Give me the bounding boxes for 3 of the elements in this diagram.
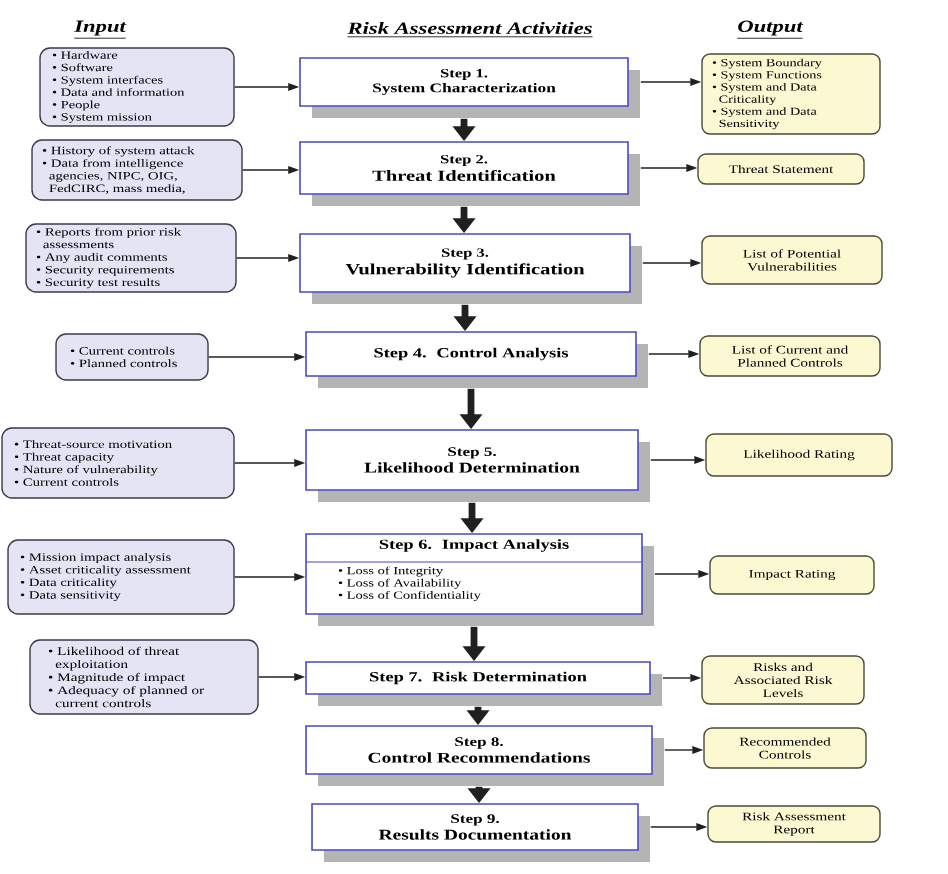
column-heading: Risk Assessment Activities: [347, 22, 593, 38]
column-heading: Output: [736, 20, 804, 39]
column-heading: Input: [73, 20, 127, 39]
